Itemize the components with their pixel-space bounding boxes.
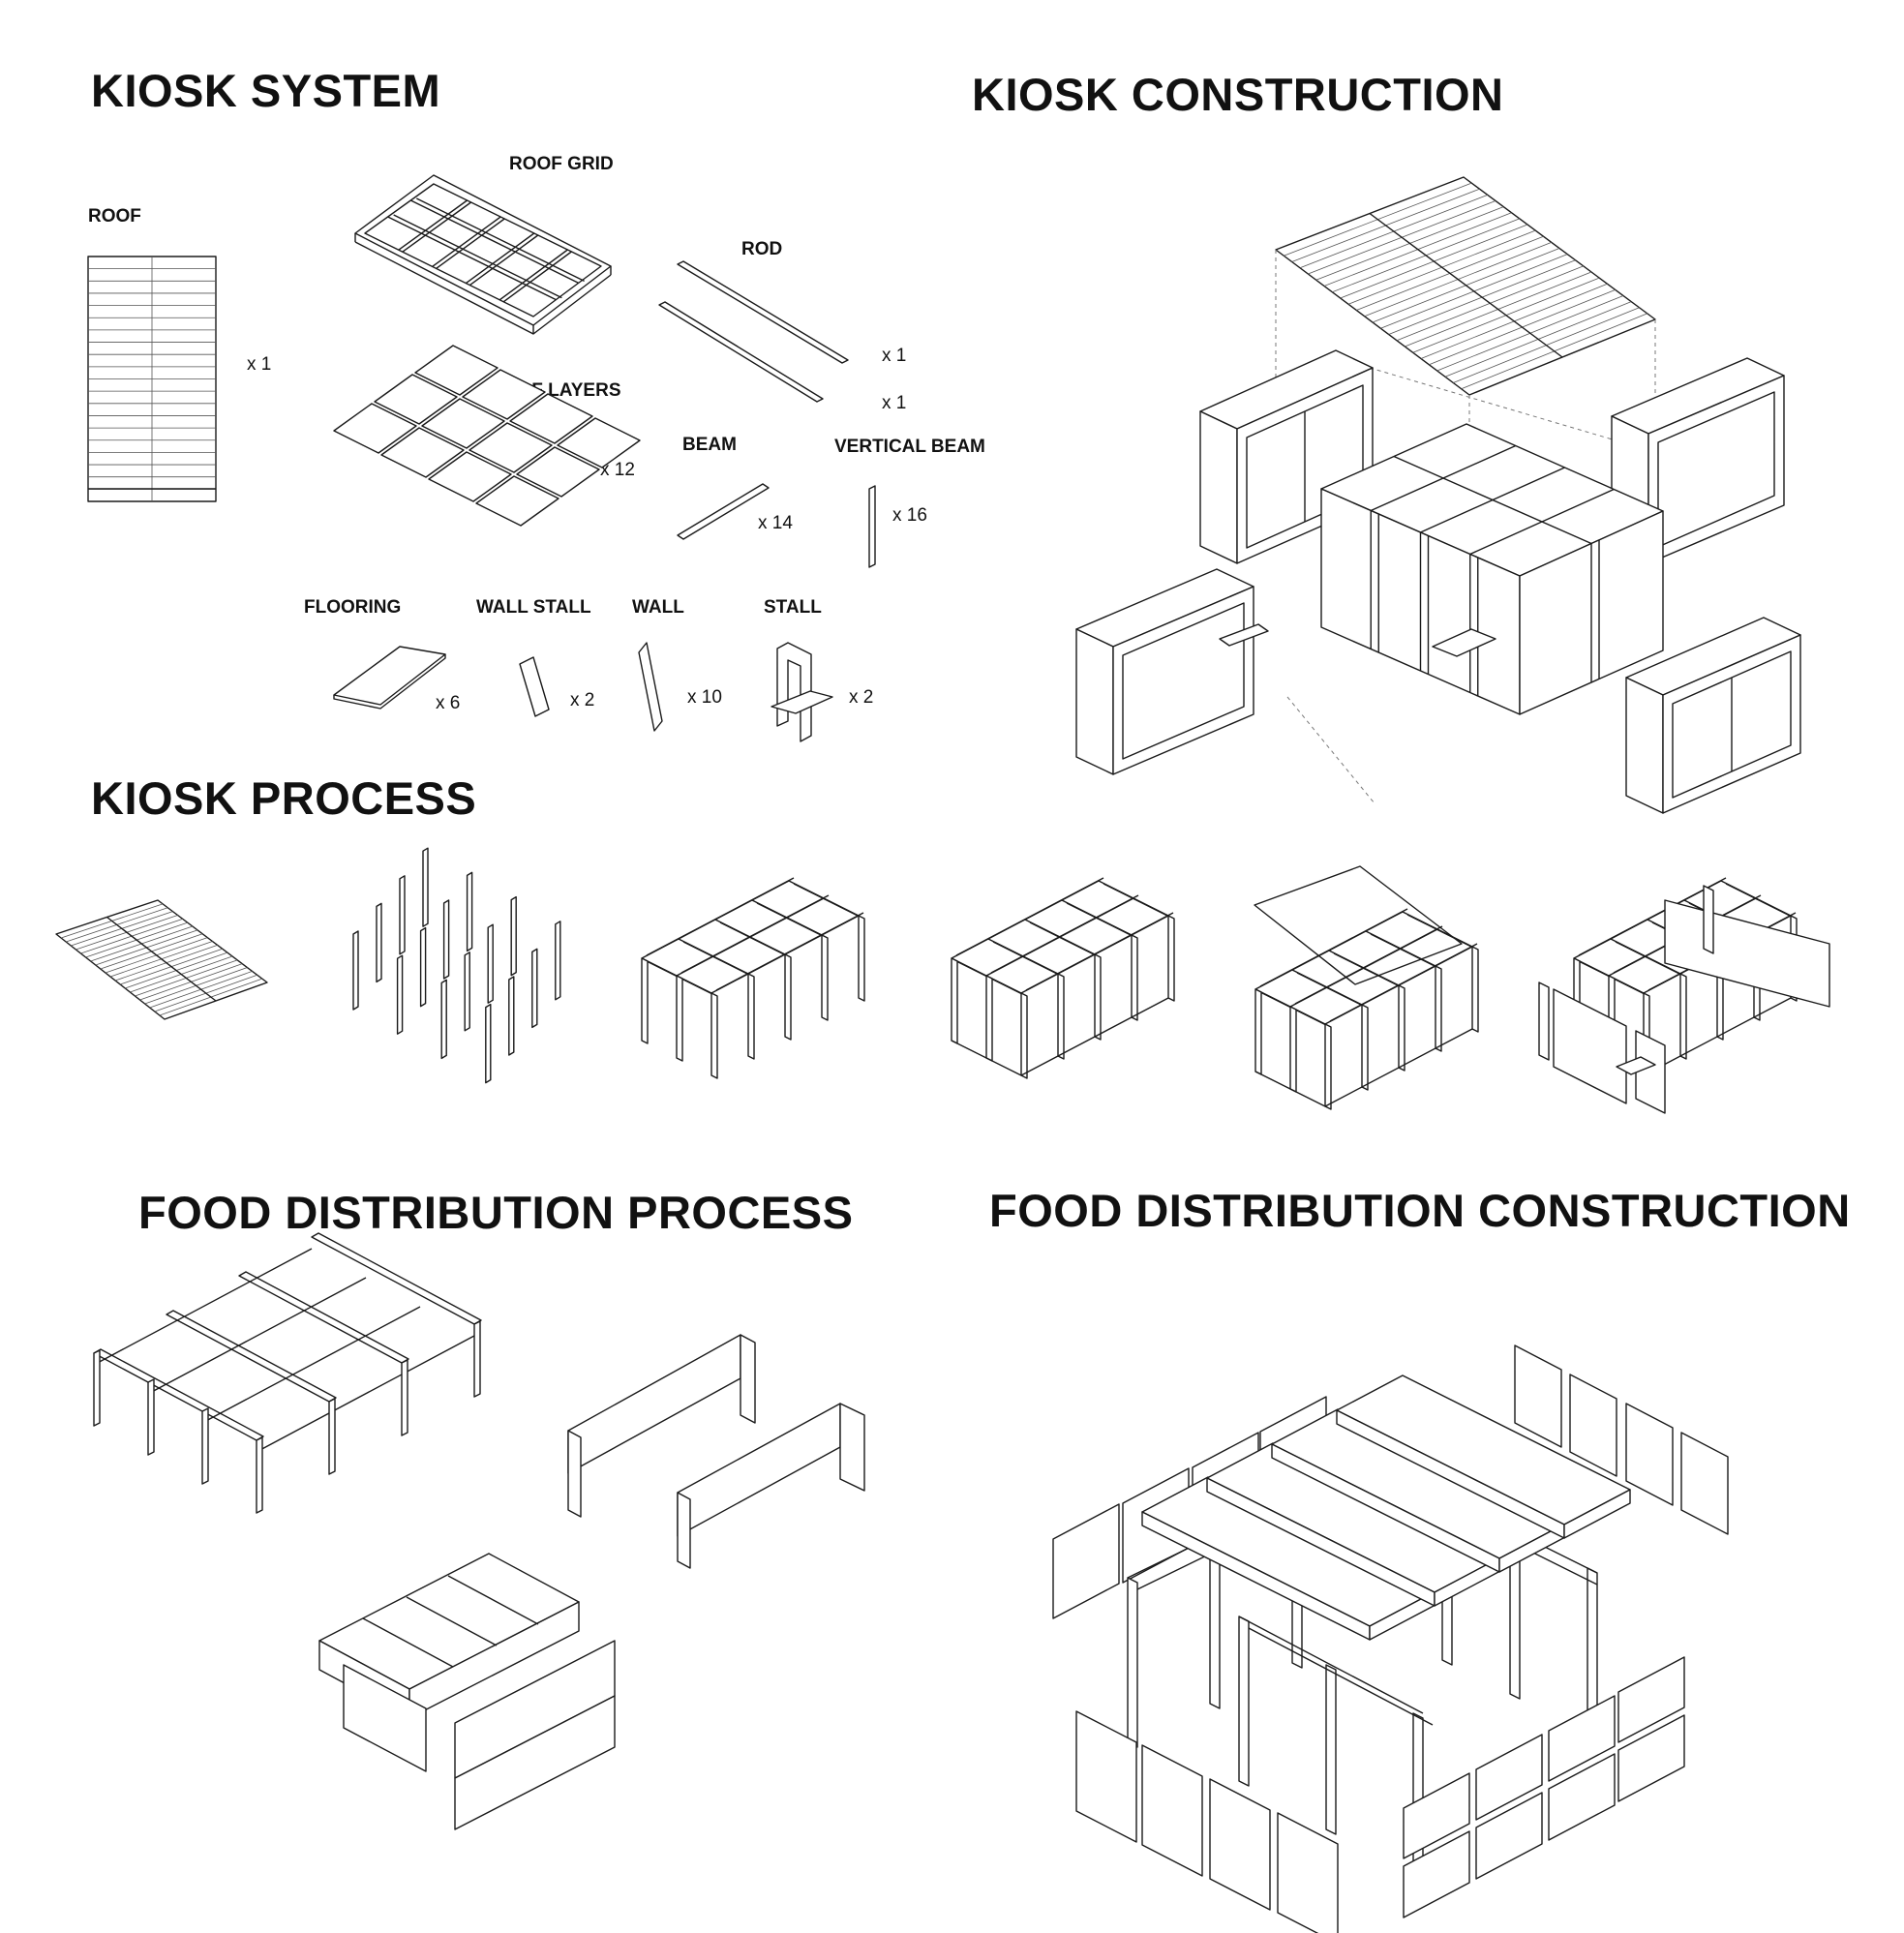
vertical-beam-label: VERTICAL BEAM: [834, 437, 985, 457]
rod-drawing: [659, 261, 848, 402]
roof-layers-drawing: [334, 346, 640, 526]
beam-label: BEAM: [682, 435, 737, 455]
rod-count-second: x 1: [882, 393, 907, 413]
kiosk-construction-drawing: [1076, 177, 1800, 813]
stall-drawing: [771, 643, 832, 741]
food-distribution-construction-drawing: [1053, 1345, 1728, 1933]
roof-grid-label: ROOF GRID: [509, 154, 614, 174]
vertical-beam-drawing: [869, 486, 875, 567]
kiosk-process-step-2: [353, 848, 560, 1082]
wall-stall-drawing: [520, 657, 549, 716]
stall-count: x 2: [849, 687, 874, 708]
kiosk-process-title: KIOSK PROCESS: [91, 772, 477, 824]
roof-label: ROOF: [88, 206, 141, 227]
kiosk-process-step-5: [1254, 866, 1478, 1109]
roof-panel-drawing: [88, 257, 216, 501]
vertical-beam-count: x 16: [892, 505, 927, 526]
food-distribution-frame-drawing: [94, 1233, 481, 1513]
food-distribution-assembled-drawing: [319, 1554, 615, 1829]
wall-drawing: [639, 643, 662, 731]
kiosk-process-step-4: [952, 878, 1174, 1078]
kiosk-process-step-1: [56, 900, 267, 1019]
roof-count: x 1: [247, 354, 272, 375]
beam-count: x 14: [758, 513, 793, 533]
rod-count: x 1: [882, 346, 907, 366]
food-distribution-construction-title: FOOD DISTRIBUTION CONSTRUCTION: [989, 1185, 1851, 1236]
flooring-label: FLOORING: [304, 597, 402, 618]
kiosk-system-title: KIOSK SYSTEM: [91, 65, 441, 116]
wall-label: WALL: [632, 597, 684, 618]
wall-count: x 10: [687, 687, 722, 708]
wall-stall-count: x 2: [570, 690, 595, 710]
flooring-drawing: [334, 647, 445, 709]
flooring-count: x 6: [436, 693, 461, 713]
beam-drawing: [678, 484, 769, 539]
roof-grid-drawing: [355, 175, 611, 334]
kiosk-process-step-6: [1539, 878, 1829, 1113]
wall-stall-label: WALL STALL: [476, 597, 591, 618]
stall-label: STALL: [764, 597, 822, 618]
kiosk-construction-title: KIOSK CONSTRUCTION: [972, 69, 1504, 120]
food-distribution-walls-drawing: [568, 1335, 864, 1568]
rod-label: ROD: [741, 239, 783, 259]
roof-layers-count: x 12: [600, 460, 635, 480]
kiosk-process-step-3: [642, 878, 864, 1078]
food-distribution-process-title: FOOD DISTRIBUTION PROCESS: [138, 1187, 854, 1238]
